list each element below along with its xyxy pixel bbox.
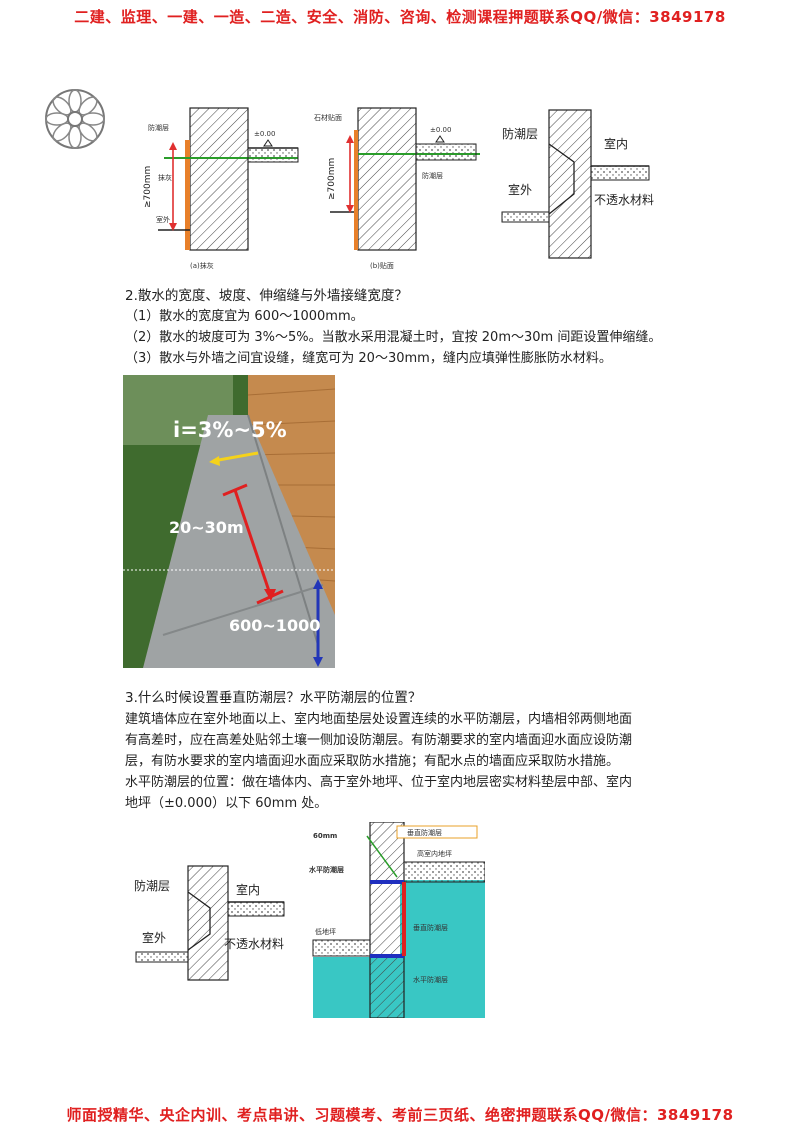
fig-b-caption: (b)贴面 [370,261,394,270]
paragraph-line: 地坪（±0.000）以下 60mm 处。 [125,796,328,811]
section2-item: （2）散水的坡度可为 3%～5%。当散水采用混凝土时，宜按 20m～30m 间距… [125,330,662,345]
figure-b-facing: 石材贴面 ±0.00 防潮层 ≥700mm (b)贴面 [314,107,480,270]
footer-banner: 师面授精华、央企内训、考点串讲、习题模考、考前三页纸、绝密押题联系QQ/微信：3… [66,1106,734,1124]
bottom-left-indoor-label: 室内 [236,882,260,897]
paragraph-line: 层，有防水要求的室内墙面迎水面应采取防水措施；有配水点的墙面应采取防水措施。 [125,754,620,769]
photo-slope-label: i=3%~5% [173,418,287,442]
bottom-right-60-label: 60mm [313,832,337,840]
fig-b-layer-label: 防潮层 [422,171,443,180]
photo-width-label: 600~1000 [229,616,320,635]
bottom-right-horizontal2-label: 水平防潮层 [413,975,448,984]
fig-c-indoor-label: 室内 [604,136,628,151]
header-banner: 二建、监理、一建、一造、二造、安全、消防、咨询、检测课程押题联系QQ/微信：38… [74,8,726,26]
fig-c-material-label: 不透水材料 [594,193,654,207]
section2-question: 2.散水的宽度、坡度、伸缩缝与外墙接缝宽度？ [125,288,408,304]
bottom-right-low-floor-label: 低地坪 [315,927,336,936]
flower-logo-icon [45,89,105,149]
fig-c-outdoor-label: 室外 [508,182,532,197]
apron-photo: i=3%~5% 20~30m 600~1000 [123,375,335,668]
fig-a-plaster-label: 抹灰 [158,173,172,182]
section3-paragraph-2: 水平防潮层的位置：做在墙体内、高于室外地坪、位于室内地层密实材料垫层中部、室内 … [125,772,680,814]
figure-bottom-left: 防潮层 室内 室外 不透水材料 [134,865,285,981]
section3-paragraph-1: 建筑墙体应在室外地面以上、室内地面垫层处设置连续的水平防潮层，内墙相邻两侧地面 … [125,709,680,772]
figure-bottom-right: 60mm 垂直防潮层 水平防潮层 高室内地坪 低地坪 垂直防潮层 水平防潮层 [309,822,485,1018]
bottom-right-horizontal-label: 水平防潮层 [309,865,344,874]
fig-a-outdoor-label: 室外 [156,215,170,224]
figure-c-damp-course: 防潮层 室内 室外 不透水材料 [501,109,654,259]
fig-b-zero-label: ±0.00 [430,126,451,134]
section3-question: 3.什么时候设置垂直防潮层？水平防潮层的位置？ [125,690,422,706]
photo-spacing-label: 20~30m [169,518,244,537]
bottom-left-material-label: 不透水材料 [224,937,284,951]
fig-a-700-label: ≥700mm [143,166,153,208]
fig-a-layer-label: 防潮层 [148,123,169,132]
paragraph-line: 水平防潮层的位置：做在墙体内、高于室外地坪、位于室内地层密实材料垫层中部、室内 [125,775,633,790]
figure-a-plaster: 防潮层 ±0.00 抹灰 室外 ≥700mm (a)抹灰 [143,107,299,270]
section2-item: （1）散水的宽度宜为 600～1000mm。 [125,309,364,324]
fig-b-stone-label: 石材贴面 [314,113,342,122]
fig-a-zero-label: ±0.00 [254,130,275,138]
bottom-right-high-floor-label: 高室内地坪 [417,849,452,858]
bottom-right-vertical-label: 垂直防潮层 [413,923,448,932]
bottom-right-vertical-legend: 垂直防潮层 [407,828,442,837]
section2-list: （1）散水的宽度宜为 600～1000mm。 （2）散水的坡度可为 3%～5%。… [125,306,680,369]
fig-a-caption: (a)抹灰 [190,261,214,270]
bottom-left-outdoor-label: 室外 [142,930,166,945]
paragraph-line: 建筑墙体应在室外地面以上、室内地面垫层处设置连续的水平防潮层，内墙相邻两侧地面 [125,712,633,727]
paragraph-line: 有高差时，应在高差处贴邻土壤一侧加设防潮层。有防潮要求的室内墙面迎水面应设防潮 [125,733,633,748]
section2-item: （3）散水与外墙之间宜设缝，缝宽可为 20～30mm，缝内应填弹性膨胀防水材料。 [125,351,612,366]
bottom-left-layer-label: 防潮层 [134,878,170,893]
fig-b-700-label: ≥700mm [327,158,337,200]
fig-c-layer-label: 防潮层 [502,126,538,141]
